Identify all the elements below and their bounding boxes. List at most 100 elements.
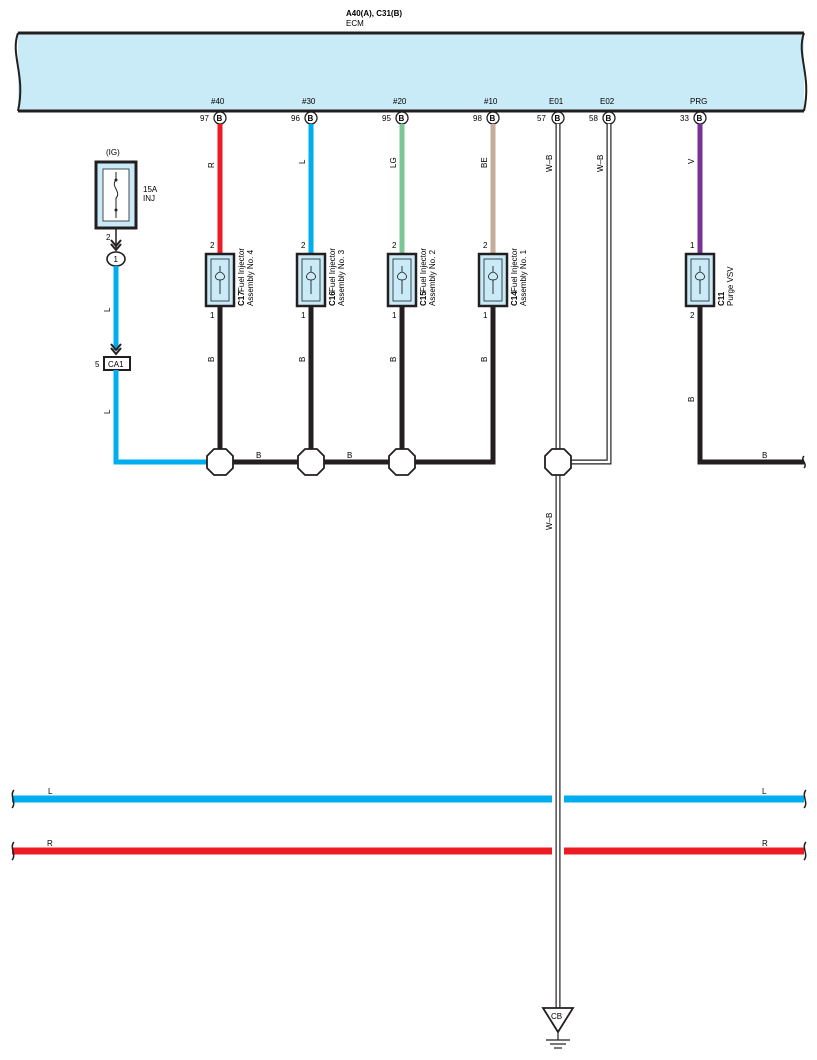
svg-text:#40: #40	[211, 97, 225, 106]
wire-breaks	[11, 789, 807, 861]
svg-text:2: 2	[690, 311, 695, 320]
wire-label-r: R	[207, 162, 216, 168]
fuse-pin: 2	[106, 233, 111, 242]
wire-label-b-2: B	[389, 357, 398, 362]
svg-text:58: 58	[589, 114, 598, 123]
wire-label-l-upper: L	[103, 307, 112, 312]
svg-text:E02: E02	[600, 97, 615, 106]
fuse-connector-chevron	[110, 228, 122, 252]
splice-e01	[544, 448, 572, 476]
svg-text:B: B	[606, 114, 612, 123]
ground-cb: CB	[541, 1007, 575, 1049]
fuse-15a-inj	[94, 160, 138, 230]
svg-text:C15: C15	[419, 291, 428, 306]
svg-text:Assembly No. 3: Assembly No. 3	[337, 249, 346, 306]
wire-label-r-bottom-left: R	[47, 839, 53, 848]
svg-text:1: 1	[690, 241, 695, 250]
wire-label-e01: W–B	[545, 155, 554, 172]
svg-text:#20: #20	[393, 97, 407, 106]
svg-text:CB: CB	[551, 1012, 562, 1021]
svg-text:Assembly No. 2: Assembly No. 2	[428, 249, 437, 306]
label-purge-vsv: C11 Purge VSV	[717, 266, 735, 306]
svg-text:57: 57	[537, 114, 546, 123]
wire-label-be: BE	[480, 157, 489, 168]
label-injector-1: C14 Fuel Injector Assembly No. 1	[510, 248, 528, 306]
svg-text:33: 33	[680, 114, 689, 123]
svg-text:Fuel Injector: Fuel Injector	[237, 248, 246, 292]
svg-text:C11: C11	[717, 291, 726, 306]
wire-label-b-3: B	[298, 357, 307, 362]
svg-text:97: 97	[200, 114, 209, 123]
wire-label-r-bottom-right: R	[762, 839, 768, 848]
label-injector-2: C15 Fuel Injector Assembly No. 2	[419, 248, 437, 306]
svg-text:2: 2	[210, 241, 215, 250]
injector-3: 2 1	[295, 241, 327, 320]
svg-text:1: 1	[392, 311, 397, 320]
svg-text:PRG: PRG	[690, 97, 707, 106]
svg-text:B: B	[217, 114, 223, 123]
splice-points	[206, 448, 416, 476]
wire-w-b-e02	[571, 124, 612, 465]
svg-text:B: B	[399, 114, 405, 123]
svg-text:#30: #30	[302, 97, 316, 106]
wire-label-ground: W–B	[545, 513, 554, 530]
wire-label-l: L	[298, 159, 307, 164]
wire-label-lg: LG	[389, 157, 398, 168]
svg-text:B: B	[697, 114, 703, 123]
wire-label-e02: W–B	[596, 155, 605, 172]
ecm-pin-20: #20 95 B	[382, 97, 409, 125]
label-injector-4: C17 Fuel Injector Assembly No. 4	[237, 248, 255, 306]
svg-text:1: 1	[210, 311, 215, 320]
connector-ca1: CA1 5	[95, 343, 131, 371]
wire-label-l-lower: L	[103, 409, 112, 414]
svg-text:Assembly No. 4: Assembly No. 4	[246, 249, 255, 306]
ecm-pin-10: #10 98 B	[473, 97, 500, 125]
wire-break-right-b	[802, 455, 806, 469]
svg-text:B: B	[555, 114, 561, 123]
wire-l-ca1-to-bus	[113, 370, 207, 465]
purge-vsv: 1 2	[684, 241, 716, 320]
ecm-label: ECM	[346, 19, 364, 28]
svg-text:96: 96	[291, 114, 300, 123]
svg-text:Purge VSV: Purge VSV	[726, 266, 735, 306]
wire-label-l-bottom-right: L	[762, 787, 767, 796]
svg-text:CA1: CA1	[108, 360, 124, 369]
ecm-connectors-label: A40(A), C31(B)	[346, 9, 402, 18]
bus-label-b1: B	[256, 451, 261, 460]
injector-1: 2 1	[477, 241, 509, 320]
svg-text:#10: #10	[484, 97, 498, 106]
svg-text:2: 2	[483, 241, 488, 250]
wire-label-v: V	[687, 158, 696, 164]
svg-text:1: 1	[301, 311, 306, 320]
svg-text:5: 5	[95, 360, 100, 369]
svg-text:2: 2	[301, 241, 306, 250]
ecm-pin-prg: PRG 33 B	[680, 97, 707, 125]
svg-text:E01: E01	[549, 97, 564, 106]
junction-1: 1	[106, 251, 126, 267]
svg-text:98: 98	[473, 114, 482, 123]
injector-4: 2 1	[204, 241, 236, 320]
wire-label-b-vsv: B	[687, 397, 696, 402]
svg-text:Assembly No. 1: Assembly No. 1	[519, 249, 528, 306]
svg-text:C17: C17	[237, 291, 246, 306]
fuse-name: INJ	[143, 194, 155, 203]
ecm-box	[14, 31, 808, 113]
svg-text:B: B	[308, 114, 314, 123]
svg-text:Fuel Injector: Fuel Injector	[419, 248, 428, 292]
ecm-pin-40: #40 97 B	[200, 97, 227, 125]
wire-w-b-e01	[552, 124, 564, 1008]
svg-text:1: 1	[483, 311, 488, 320]
wire-label-l-bottom-left: L	[48, 787, 53, 796]
ecm-pin-30: #30 96 B	[291, 97, 318, 125]
fuse-group: (IG)	[106, 148, 120, 157]
black-wires	[217, 306, 804, 465]
svg-text:1: 1	[114, 255, 119, 264]
svg-text:Fuel Injector: Fuel Injector	[328, 248, 337, 292]
svg-text:95: 95	[382, 114, 391, 123]
svg-text:2: 2	[392, 241, 397, 250]
svg-text:B: B	[490, 114, 496, 123]
bus-label-vsv: B	[762, 451, 767, 460]
wire-label-b-4: B	[207, 357, 216, 362]
label-injector-3: C16 Fuel Injector Assembly No. 3	[328, 248, 346, 306]
